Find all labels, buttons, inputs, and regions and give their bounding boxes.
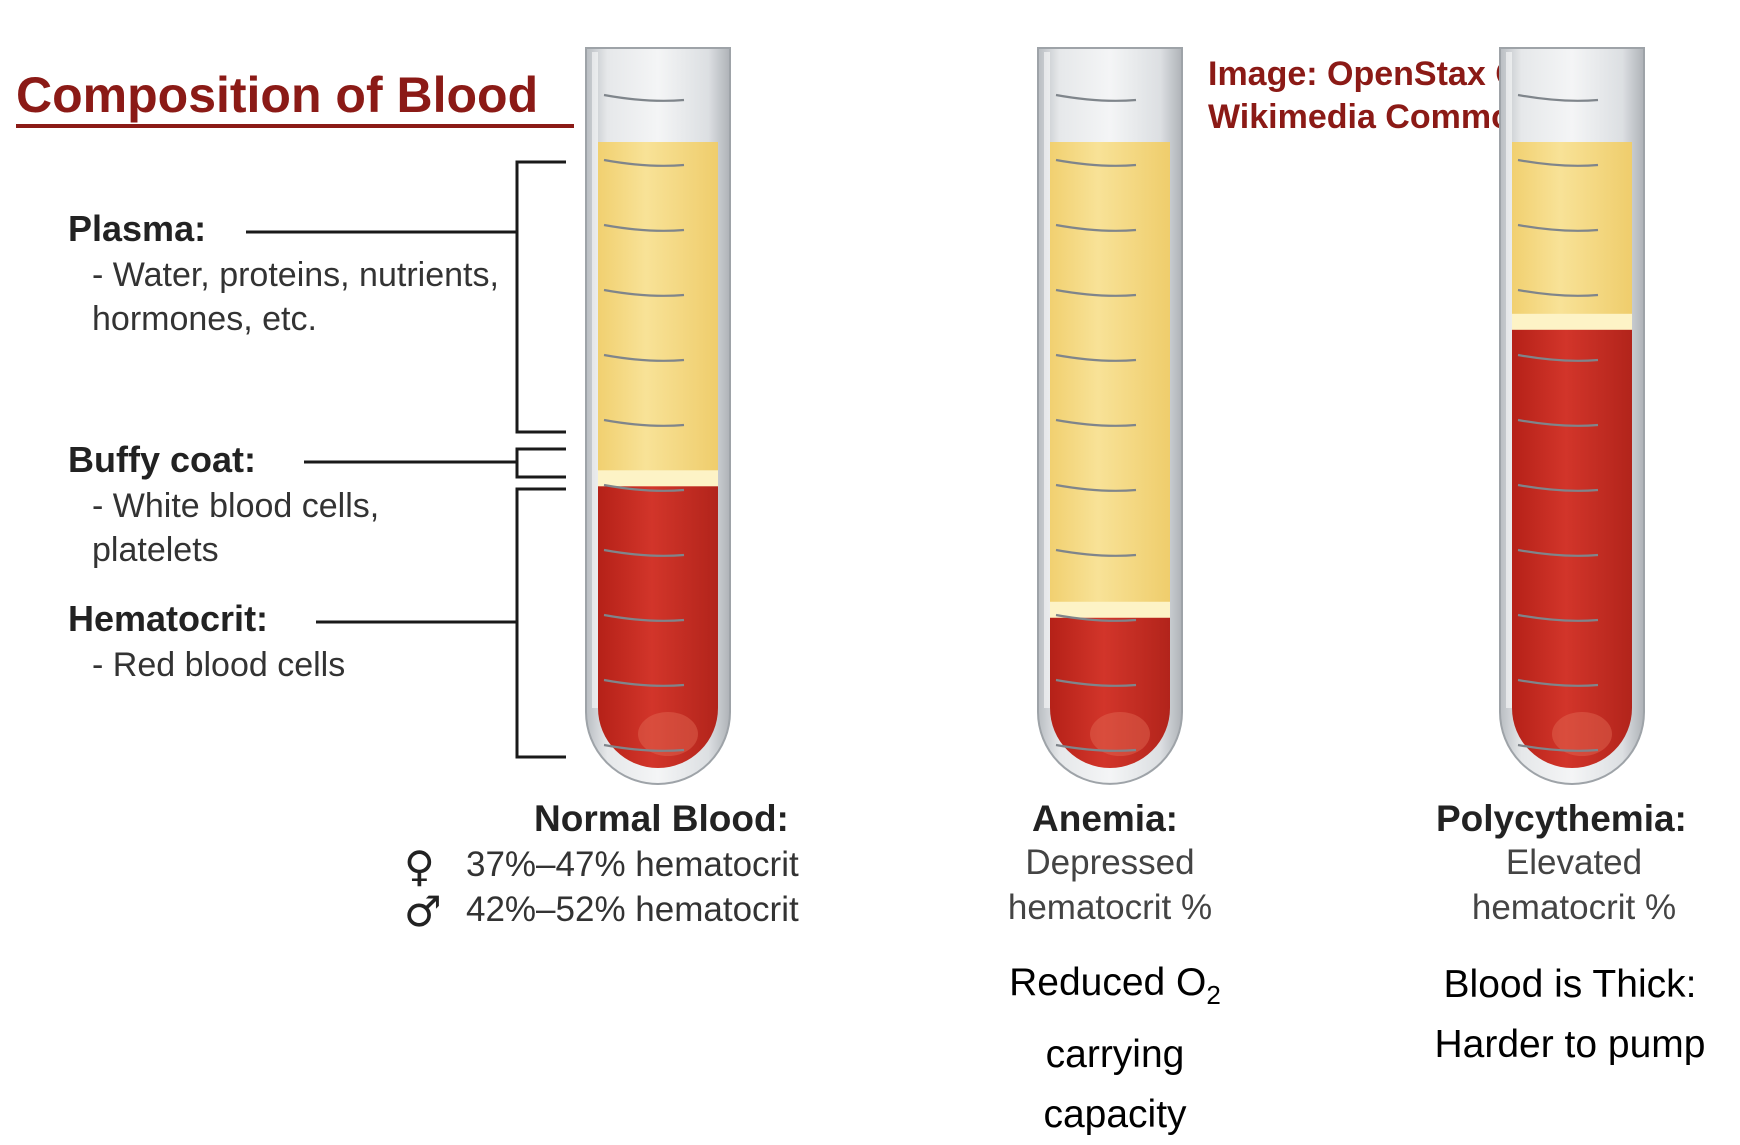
normal-tube (585, 47, 731, 785)
polycythemia-title: Polycythemia: (1436, 798, 1687, 839)
anemia-graduation-marks (1055, 93, 1137, 752)
polycythemia-plasma-layer (1512, 142, 1632, 315)
anemia-subtitle-2: hematocrit % (1007, 888, 1213, 927)
normal-red-cell-layer (598, 486, 718, 768)
normal-graduation-marks (603, 93, 685, 752)
anemia-note-subscript: 2 (1206, 979, 1221, 1010)
anemia-note-line3: capacity (1043, 1092, 1187, 1136)
buffy-coat-description: - White blood cells, platelets (92, 487, 380, 569)
normal-buffy-layer (598, 470, 718, 488)
anemia-note-line2: carrying (1045, 1032, 1185, 1076)
polycythemia-note: Blood is Thick: Harder to pump (1400, 955, 1740, 1075)
plasma-description: - Water, proteins, nutrients, hormones, … (92, 256, 499, 338)
anemia-red-cell-layer (1050, 617, 1170, 768)
female-icon: ♀ (404, 842, 435, 891)
anemia-plasma-layer (1050, 142, 1170, 603)
polycythemia-buffy-layer (1512, 313, 1632, 331)
anemia-note-line1: Reduced O (1009, 961, 1207, 1004)
polycythemia-tube (1499, 47, 1645, 785)
polycythemia-subtitle-1: Elevated (1505, 843, 1643, 882)
image-credit-line2: Wikimedia Commons (1208, 98, 1552, 136)
diagram-title: Composition of Blood (16, 67, 539, 123)
plasma-bracket (515, 160, 566, 434)
normal-plasma-layer (598, 142, 718, 472)
polycythemia-note-line2: Harder to pump (1434, 1023, 1706, 1066)
hematocrit-description: - Red blood cells (92, 646, 346, 684)
polycythemia-red-cell-layer (1512, 329, 1632, 768)
polycythemia-graduation-marks (1517, 93, 1599, 752)
buffy-bracket (515, 447, 566, 479)
female-hematocrit-range: 37%–47% hematocrit (466, 845, 799, 884)
anemia-tube (1037, 47, 1183, 785)
hematocrit-bracket (515, 487, 566, 759)
anemia-title: Anemia: (1032, 798, 1178, 839)
anemia-buffy-layer (1050, 601, 1170, 619)
component-brackets (246, 160, 566, 759)
polycythemia-note-line1: Blood is Thick: (1443, 963, 1697, 1006)
polycythemia-subtitle-2: hematocrit % (1471, 888, 1677, 927)
tubes-layer (585, 47, 1645, 785)
hematocrit-label: Hematocrit: (68, 598, 269, 639)
normal-blood-title: Normal Blood: (534, 798, 789, 839)
buffy-coat-label: Buffy coat: (68, 439, 256, 480)
plasma-label: Plasma: (68, 208, 207, 249)
anemia-subtitle-1: Depressed (1025, 843, 1195, 882)
title-underline (16, 124, 574, 128)
male-hematocrit-range: 42%–52% hematocrit (466, 890, 799, 929)
anemia-note: Reduced O2 carrying capacity (960, 953, 1270, 1145)
male-icon: ♂ (404, 887, 442, 936)
